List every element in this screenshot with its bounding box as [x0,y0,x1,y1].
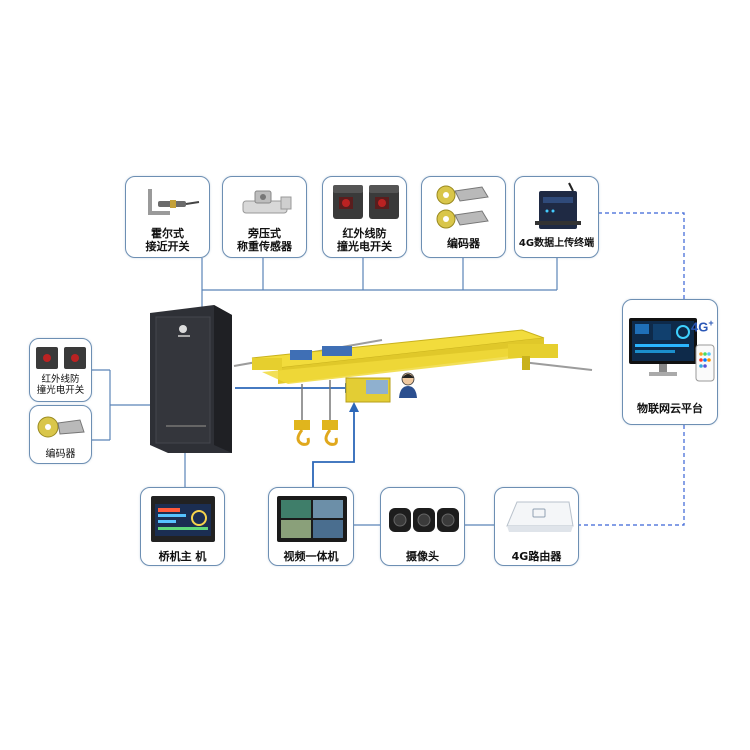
module-4g-router[interactable]: 4G路由器 [494,487,579,566]
module-4g-terminal[interactable]: 4G数据上传终端 [514,176,599,258]
module-video-monitor[interactable]: 视频一体机 [268,487,354,566]
module-label: 4G数据上传终端 [518,238,595,249]
module-hall-switch[interactable]: 霍尔式 接近开关 [125,176,210,258]
load-cell-sensor-icon [242,190,292,214]
4g-badge-text: 4G [691,319,709,335]
cloud-platform-panel[interactable]: 4G+ 物联网云平台 [622,299,718,425]
module-label: 红外线防 撞光电开关 [36,374,85,396]
module-label: 编码器 [45,449,76,460]
module-label: 4G路由器 [511,550,562,563]
module-load-cell[interactable]: 旁压式 称重传感器 [222,176,307,258]
bridge-crane-icon [233,329,593,446]
module-label: 桥机主 机 [158,550,207,563]
operator-icon [399,372,417,398]
left-module-encoder[interactable]: 编码器 [29,405,92,464]
module-label: 旁压式 称重传感器 [237,227,292,253]
crane-signal-arrows [235,387,355,490]
module-label: 编码器 [447,237,480,250]
monitor-icon [629,318,697,376]
4g-badge-plus: + [708,318,714,328]
module-camera[interactable]: 摄像头 [380,487,465,566]
infrared-anti-collision-switch-icon [333,185,399,219]
4g-badge: 4G+ [691,318,714,334]
dashed-network-lines [579,212,685,526]
left-module-infrared-switch[interactable]: 红外线防 撞光电开关 [29,338,92,402]
encoder-icon [436,185,489,229]
module-infrared-switch[interactable]: 红外线防 撞光电开关 [322,176,407,258]
4g-router-icon [506,501,574,532]
module-label: 摄像头 [406,550,439,563]
left-bus-lines [91,369,152,441]
module-label: 霍尔式 接近开关 [145,227,190,253]
4g-data-terminal-icon [535,182,581,229]
module-label: 视频一体机 [283,550,339,563]
module-encoder[interactable]: 编码器 [421,176,506,258]
camera-icon [389,508,459,532]
crane-host-monitor-icon [151,496,215,542]
hall-proximity-switch-icon [148,189,200,215]
top-bus-lines [201,258,558,315]
module-crane-host[interactable]: 桥机主 机 [140,487,225,566]
smartphone-icon [695,344,715,382]
control-cabinet-icon [150,305,232,453]
video-monitor-icon [277,496,347,542]
cloud-platform-label: 物联网云平台 [637,402,703,415]
encoder-icon [37,416,85,438]
infrared-anti-collision-switch-icon [36,347,86,369]
module-label: 红外线防 撞光电开关 [337,227,392,253]
